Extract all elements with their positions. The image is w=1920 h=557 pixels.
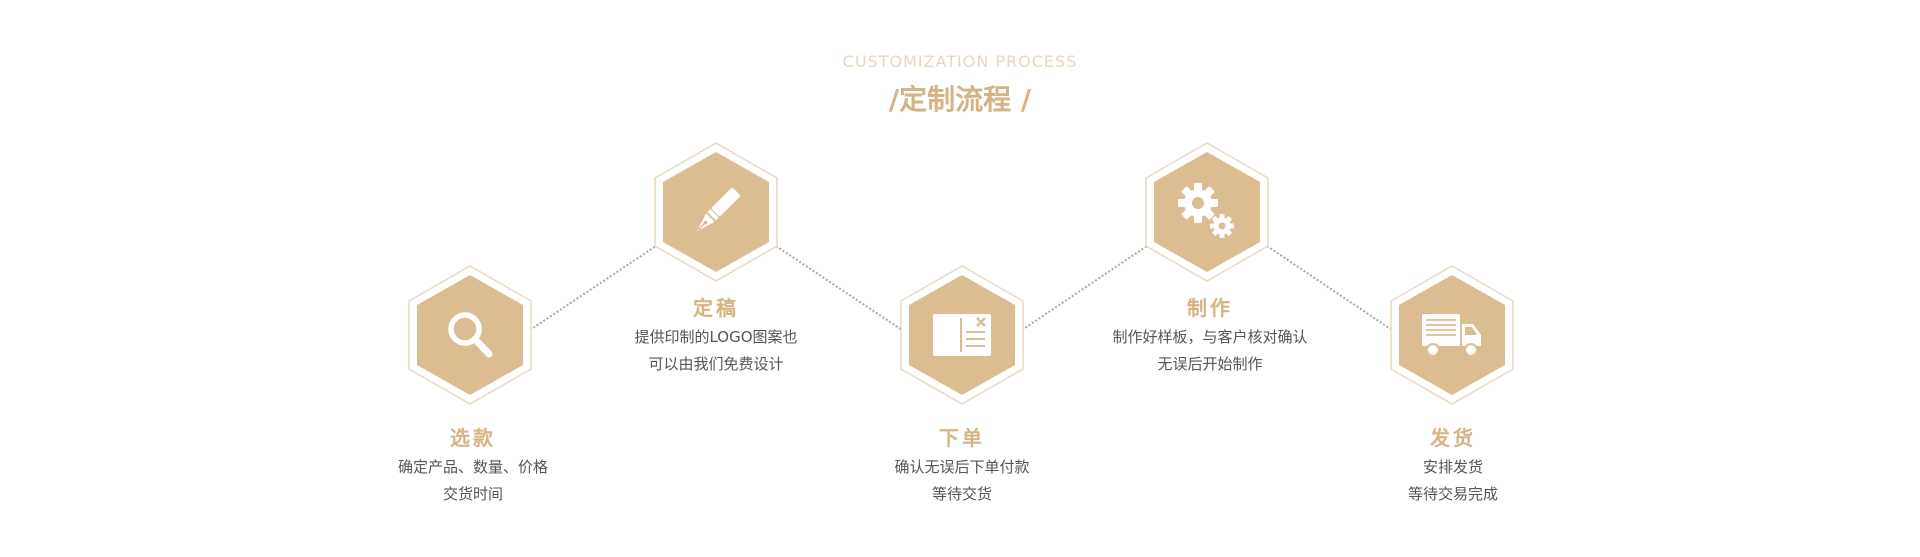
connector-line-4 [1266,245,1393,331]
step-1-text: 选款 确定产品、数量、价格 交货时间 [343,424,603,508]
step-3-desc-line2: 等待交货 [931,485,992,503]
connector-line-1 [529,245,657,331]
step-1-hexagon [408,265,532,405]
step-2-desc-line2: 可以由我们免费设计 [648,355,784,373]
step-4-title: 制作 [1187,296,1233,320]
step-3-desc-line1: 确认无误后下单付款 [894,458,1030,476]
step-5-desc-line1: 安排发货 [1422,458,1483,476]
step-3-title: 下单 [939,426,985,450]
gears-icon [1178,183,1234,238]
step-4-desc-line1: 制作好样板，与客户核对确认 [1112,328,1308,346]
step-2-text: 定稿 提供印制的LOGO图案也 可以由我们免费设计 [586,294,846,378]
step-5-hexagon [1390,265,1514,405]
step-2-desc-line1: 提供印制的LOGO图案也 [634,328,798,346]
step-4-text: 制作 制作好样板，与客户核对确认 无误后开始制作 [1080,294,1340,378]
section-subtitle: CUSTOMIZATION PROCESS [842,52,1078,71]
step-5-text: 发货 安排发货 等待交易完成 [1323,424,1583,508]
step-5-desc-line2: 等待交易完成 [1407,485,1498,503]
step-1-title: 选款 [450,426,496,450]
connector-line-3 [1021,245,1148,331]
order-card-icon [933,314,991,356]
step-1-desc-line1: 确定产品、数量、价格 [397,458,548,476]
section-title: /定制流程 / [888,83,1032,116]
step-4-hexagon [1145,142,1269,282]
step-3-hexagon [900,265,1024,405]
step-1-desc-line2: 交货时间 [442,485,503,503]
step-5-title: 发货 [1430,426,1476,450]
step-4-desc-line2: 无误后开始制作 [1157,355,1263,373]
step-2-title: 定稿 [693,296,739,320]
pen-icon [696,188,740,232]
search-icon [448,312,493,358]
truck-icon [1422,314,1481,357]
connector-line-2 [775,245,903,331]
step-3-text: 下单 确认无误后下单付款 等待交货 [832,424,1092,508]
step-2-hexagon [654,142,778,282]
